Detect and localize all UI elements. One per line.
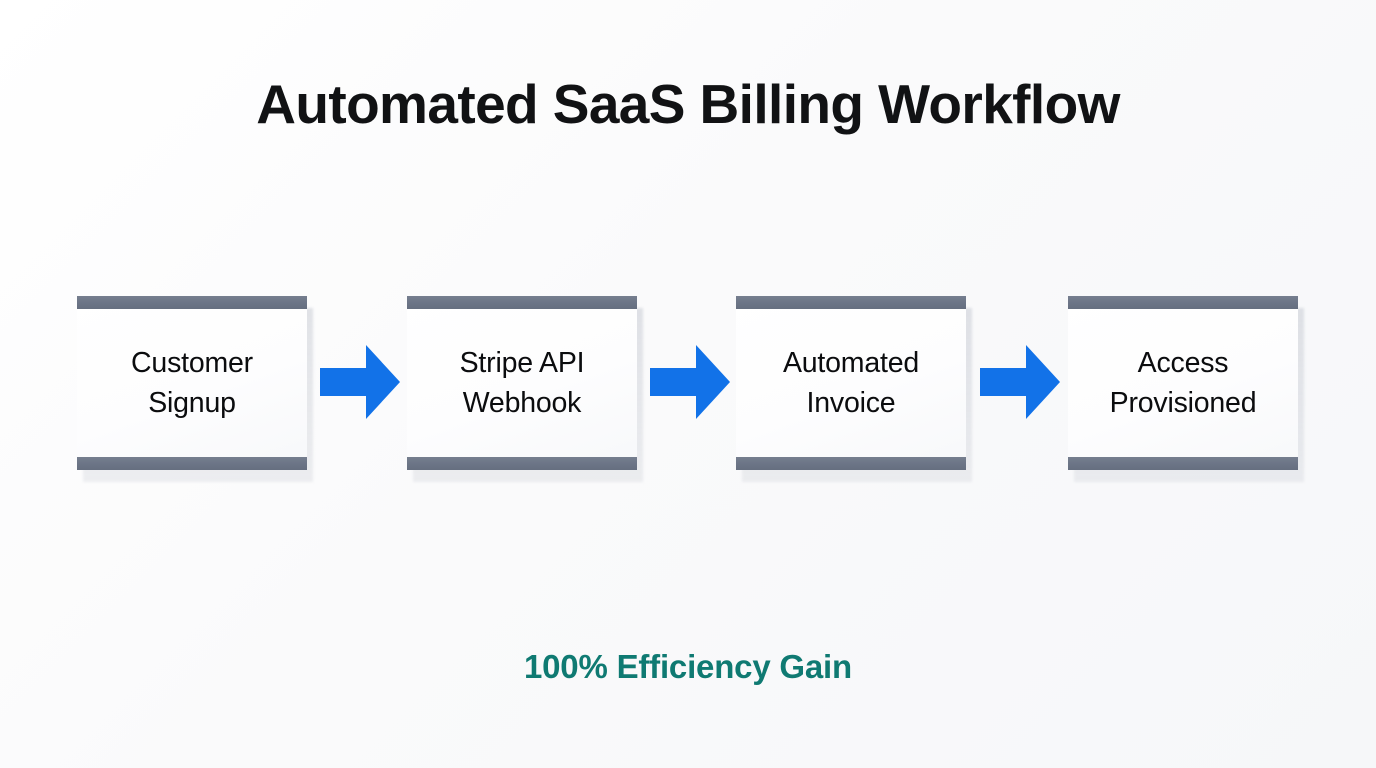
node-body: Customer Signup (77, 309, 307, 457)
node-card[interactable]: Stripe API Webhook (407, 296, 637, 470)
node-top-bar (407, 296, 637, 309)
connector-arrow-3 (980, 345, 1060, 419)
node-top-bar (1068, 296, 1298, 309)
page-title: Automated SaaS Billing Workflow (256, 73, 1120, 135)
node-label: Stripe API Webhook (459, 346, 585, 419)
node-body: Access Provisioned (1068, 309, 1298, 457)
flow-node-automated-invoice[interactable]: Automated Invoice (736, 296, 972, 482)
node-bottom-bar (736, 457, 966, 470)
node-label: Customer Signup (131, 346, 253, 419)
node-bottom-bar (407, 457, 637, 470)
flow-node-stripe-api-webhook[interactable]: Stripe API Webhook (407, 296, 643, 482)
node-label: Automated Invoice (782, 346, 920, 419)
node-body: Automated Invoice (736, 309, 966, 457)
node-bottom-bar (77, 457, 307, 470)
node-card[interactable]: Automated Invoice (736, 296, 966, 470)
right-arrow-icon (650, 345, 730, 419)
node-card[interactable]: Access Provisioned (1068, 296, 1298, 470)
node-bottom-bar (1068, 457, 1298, 470)
node-card[interactable]: Customer Signup (77, 296, 307, 470)
connector-arrow-1 (320, 345, 400, 419)
connector-arrow-2 (650, 345, 730, 419)
flow-node-customer-signup[interactable]: Customer Signup (77, 296, 313, 482)
node-label: Access Provisioned (1109, 346, 1257, 419)
efficiency-caption: 100% Efficiency Gain (524, 648, 852, 685)
node-top-bar (77, 296, 307, 309)
workflow-flow-row: Customer Signup Stripe API Webhook (77, 296, 1304, 482)
right-arrow-icon (980, 345, 1060, 419)
node-body: Stripe API Webhook (407, 309, 637, 457)
flow-node-access-provisioned[interactable]: Access Provisioned (1068, 296, 1304, 482)
right-arrow-icon (320, 345, 400, 419)
node-top-bar (736, 296, 966, 309)
